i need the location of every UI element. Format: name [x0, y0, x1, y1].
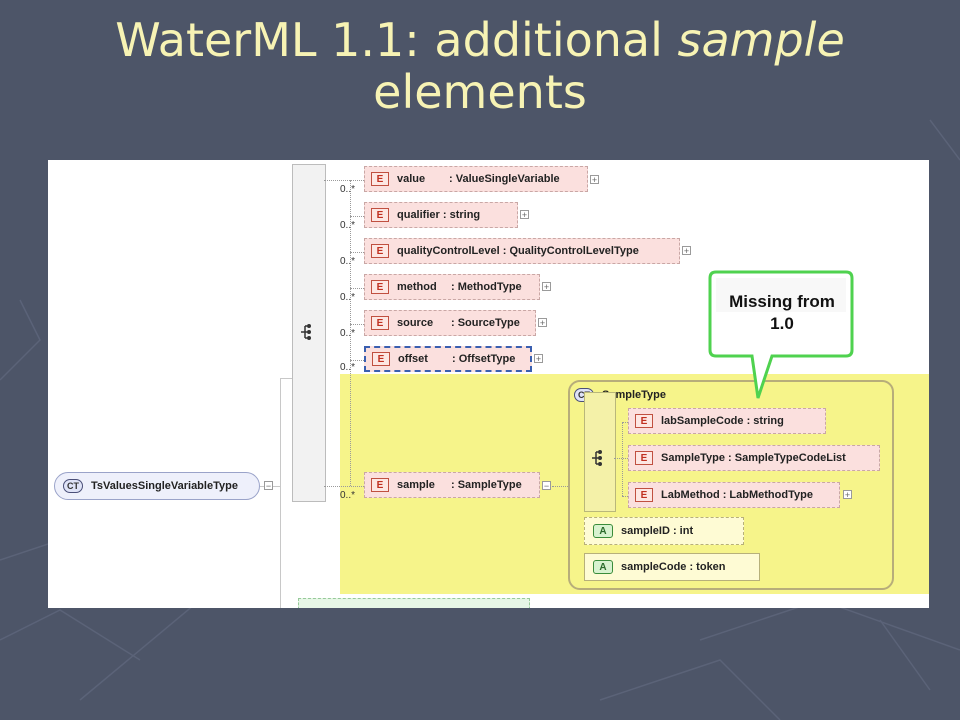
root-branch-line [280, 378, 281, 608]
complex-type-badge: CT [63, 479, 83, 493]
element-badge: E [372, 352, 390, 366]
cardinality-sample: 0..* [340, 490, 356, 501]
expand-icon[interactable]: + [843, 490, 852, 500]
title-emphasis: sample [677, 13, 845, 67]
cardinality-qualifier: 0..* [340, 220, 356, 231]
attribute-badge: A [593, 524, 613, 538]
expand-icon[interactable]: + [542, 282, 551, 292]
expand-icon[interactable]: + [590, 175, 599, 185]
element-badge: E [371, 244, 389, 258]
cardinality-source: 0..* [340, 328, 356, 339]
cardinality-offset: 0..* [340, 362, 356, 373]
expand-icon[interactable]: + [682, 246, 691, 256]
element-badge: E [635, 451, 653, 465]
sequence-icon [301, 324, 311, 340]
cardinality-method: 0..* [340, 292, 356, 303]
cardinality-qualitycontrollevel: 0..* [340, 256, 356, 267]
callout-line2: 1.0 [770, 314, 794, 333]
title-line2: elements [373, 65, 587, 119]
slide-title: WaterML 1.1: additional sample elements [0, 14, 960, 118]
cardinality-value: 0..* [340, 184, 356, 195]
branch-tick [280, 378, 292, 379]
partial-attribute [298, 598, 530, 608]
element-badge: E [635, 488, 653, 502]
element-badge: E [371, 316, 389, 330]
attribute-badge: A [593, 560, 613, 574]
callout-line1: Missing from [729, 292, 835, 311]
expand-icon[interactable]: + [520, 210, 529, 220]
title-main: WaterML 1.1: additional [115, 13, 678, 67]
element-badge: E [371, 208, 389, 222]
element-badge: E [635, 414, 653, 428]
element-badge: E [371, 172, 389, 186]
expand-icon[interactable]: + [538, 318, 547, 328]
expand-icon[interactable]: + [534, 354, 543, 364]
collapse-icon[interactable]: − [264, 481, 273, 491]
sequence-icon [592, 450, 602, 466]
elements-spine [350, 180, 351, 486]
collapse-icon[interactable]: − [542, 481, 551, 491]
callout-text: Missing from 1.0 [712, 291, 852, 335]
element-badge: E [371, 280, 389, 294]
element-badge: E [371, 478, 389, 492]
